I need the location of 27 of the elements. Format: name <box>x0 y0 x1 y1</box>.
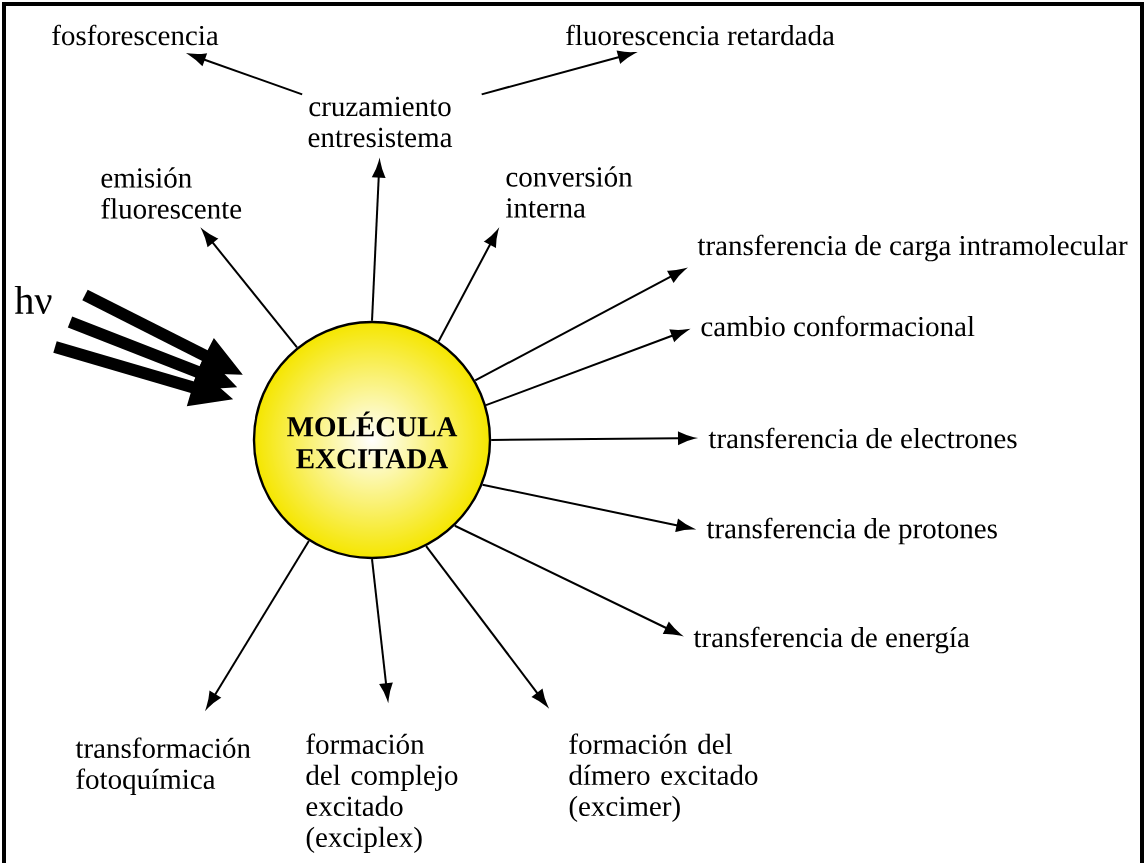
process-label: formación del complejo excitado (exciplex) <box>306 733 458 853</box>
process-label: transformación fotoquímica <box>75 737 251 795</box>
process-label: fosforescencia <box>52 24 219 46</box>
arrow <box>206 540 310 709</box>
arrow <box>480 50 635 96</box>
process-label: transferencia de carga intramolecular <box>697 234 1128 262</box>
arrow <box>481 483 693 532</box>
process-label: formación del dímero excitado (excimer) <box>569 733 758 822</box>
process-label: fluorescencia retardada <box>566 24 835 46</box>
process-label: cambio conformacional <box>701 315 975 337</box>
arrow <box>474 268 686 382</box>
arrow <box>371 558 393 700</box>
process-label: emisión fluorescente <box>101 167 242 219</box>
arrow <box>485 329 688 407</box>
arrow <box>453 524 681 636</box>
arrow <box>202 229 298 349</box>
arrow <box>437 230 499 343</box>
process-label: cruzamiento entresistema <box>308 96 453 148</box>
arrow <box>189 53 304 96</box>
arrow <box>490 431 695 445</box>
process-label: conversión interna <box>506 166 633 218</box>
arrow <box>425 545 548 707</box>
process-label: transferencia de electrones <box>708 427 1017 449</box>
process-label: transferencia de energía <box>693 626 970 654</box>
process-label: transferencia de protones <box>706 517 997 545</box>
circle-node: MOLÉCULA EXCITADA <box>252 320 492 560</box>
symbol-label: hν <box>14 285 52 315</box>
